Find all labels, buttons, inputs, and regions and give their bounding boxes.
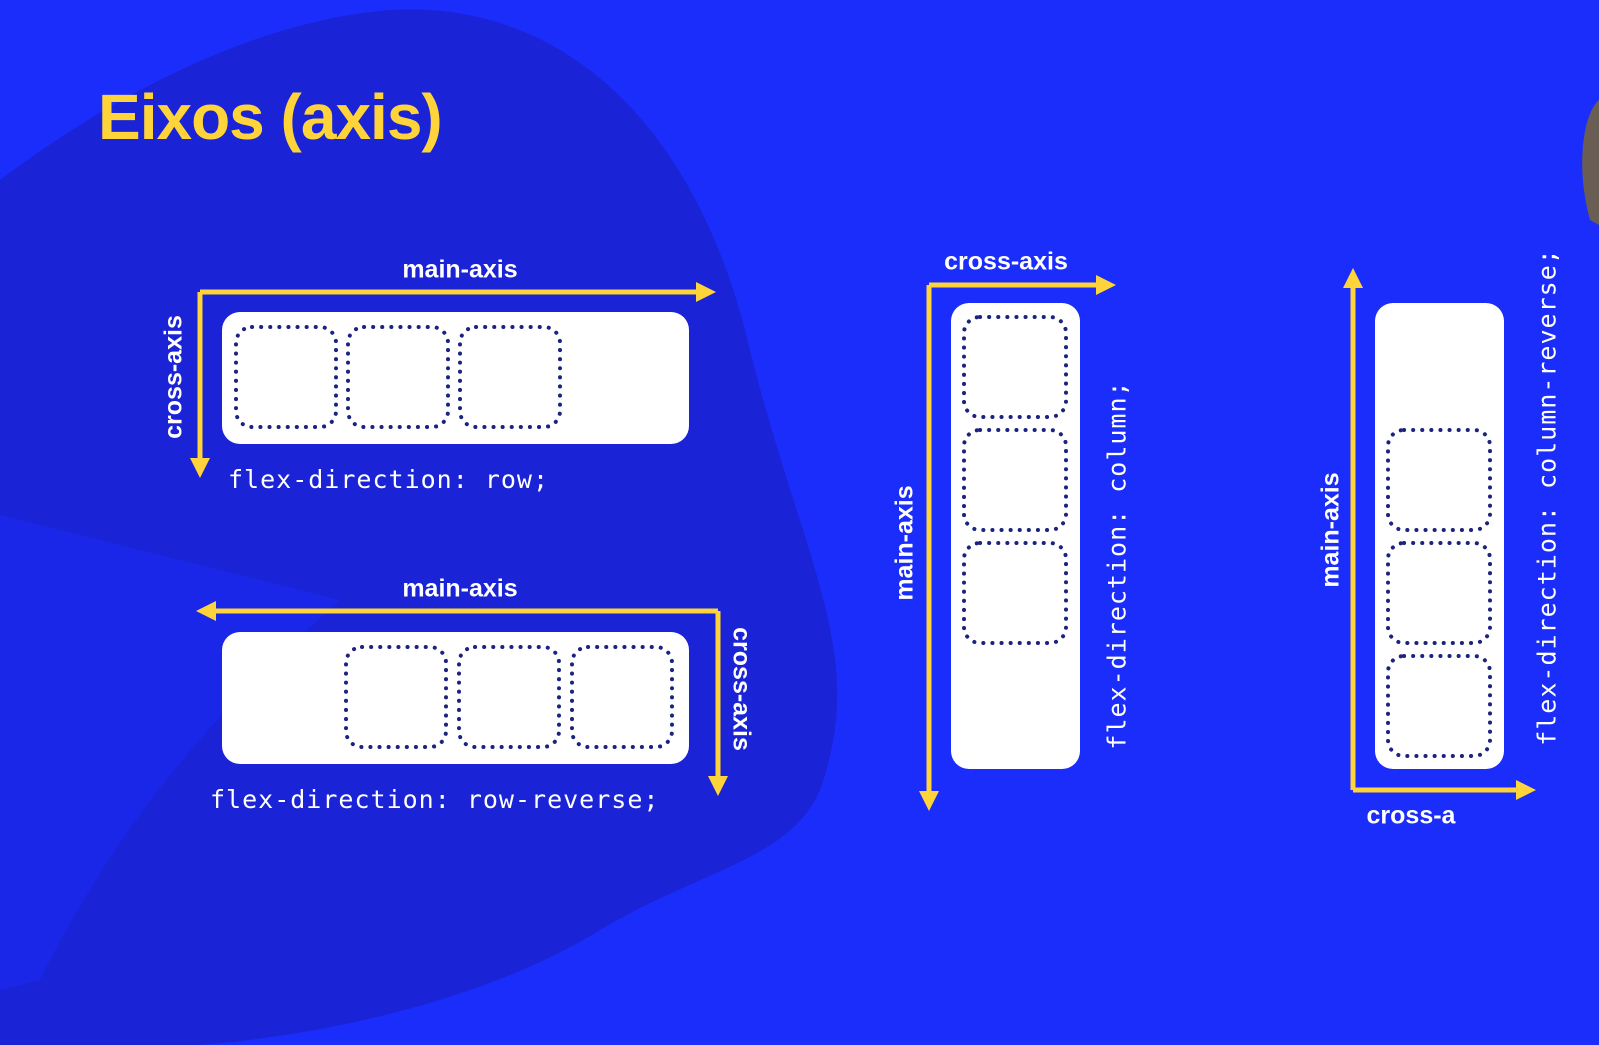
column-main-axis-label: main-axis bbox=[890, 485, 919, 601]
row-reverse-item-3 bbox=[344, 645, 448, 749]
row-diagram bbox=[190, 282, 716, 478]
row-main-axis-label: main-axis bbox=[402, 255, 518, 284]
background-blob bbox=[0, 9, 838, 1045]
row-cross-axis-label: cross-axis bbox=[159, 315, 188, 439]
row-item-2 bbox=[346, 325, 450, 429]
column-item-2 bbox=[962, 428, 1068, 532]
column-reverse-main-axis-label: main-axis bbox=[1316, 472, 1345, 588]
column-reverse-code-label: flex-direction: column-reverse; bbox=[1532, 248, 1562, 746]
column-cross-axis-label: cross-axis bbox=[944, 247, 1068, 276]
column-item-1 bbox=[962, 315, 1068, 419]
row-item-1 bbox=[234, 325, 338, 429]
page-title: Eixos (axis) bbox=[98, 81, 443, 153]
row-reverse-code-label: flex-direction: row-reverse; bbox=[210, 785, 660, 814]
column-reverse-container bbox=[1375, 303, 1504, 769]
column-reverse-item-2 bbox=[1386, 541, 1492, 645]
column-item-3 bbox=[962, 541, 1068, 645]
row-reverse-diagram bbox=[196, 601, 728, 796]
row-reverse-item-2 bbox=[457, 645, 561, 749]
column-reverse-item-1 bbox=[1386, 654, 1492, 758]
column-diagram bbox=[919, 275, 1116, 811]
row-reverse-container bbox=[222, 632, 689, 764]
row-reverse-cross-axis-label: cross-axis bbox=[727, 627, 756, 751]
row-reverse-main-axis-label: main-axis bbox=[402, 574, 518, 603]
column-container bbox=[951, 303, 1080, 769]
column-code-label: flex-direction: column; bbox=[1102, 380, 1132, 750]
column-reverse-diagram bbox=[1343, 268, 1536, 800]
row-reverse-item-1 bbox=[570, 645, 674, 749]
column-reverse-cross-axis-label: cross-a bbox=[1366, 801, 1456, 830]
row-code-label: flex-direction: row; bbox=[228, 465, 550, 494]
column-reverse-item-3 bbox=[1386, 428, 1492, 532]
webcam-edge bbox=[1582, 100, 1599, 225]
row-container bbox=[222, 312, 689, 444]
row-item-3 bbox=[458, 325, 562, 429]
